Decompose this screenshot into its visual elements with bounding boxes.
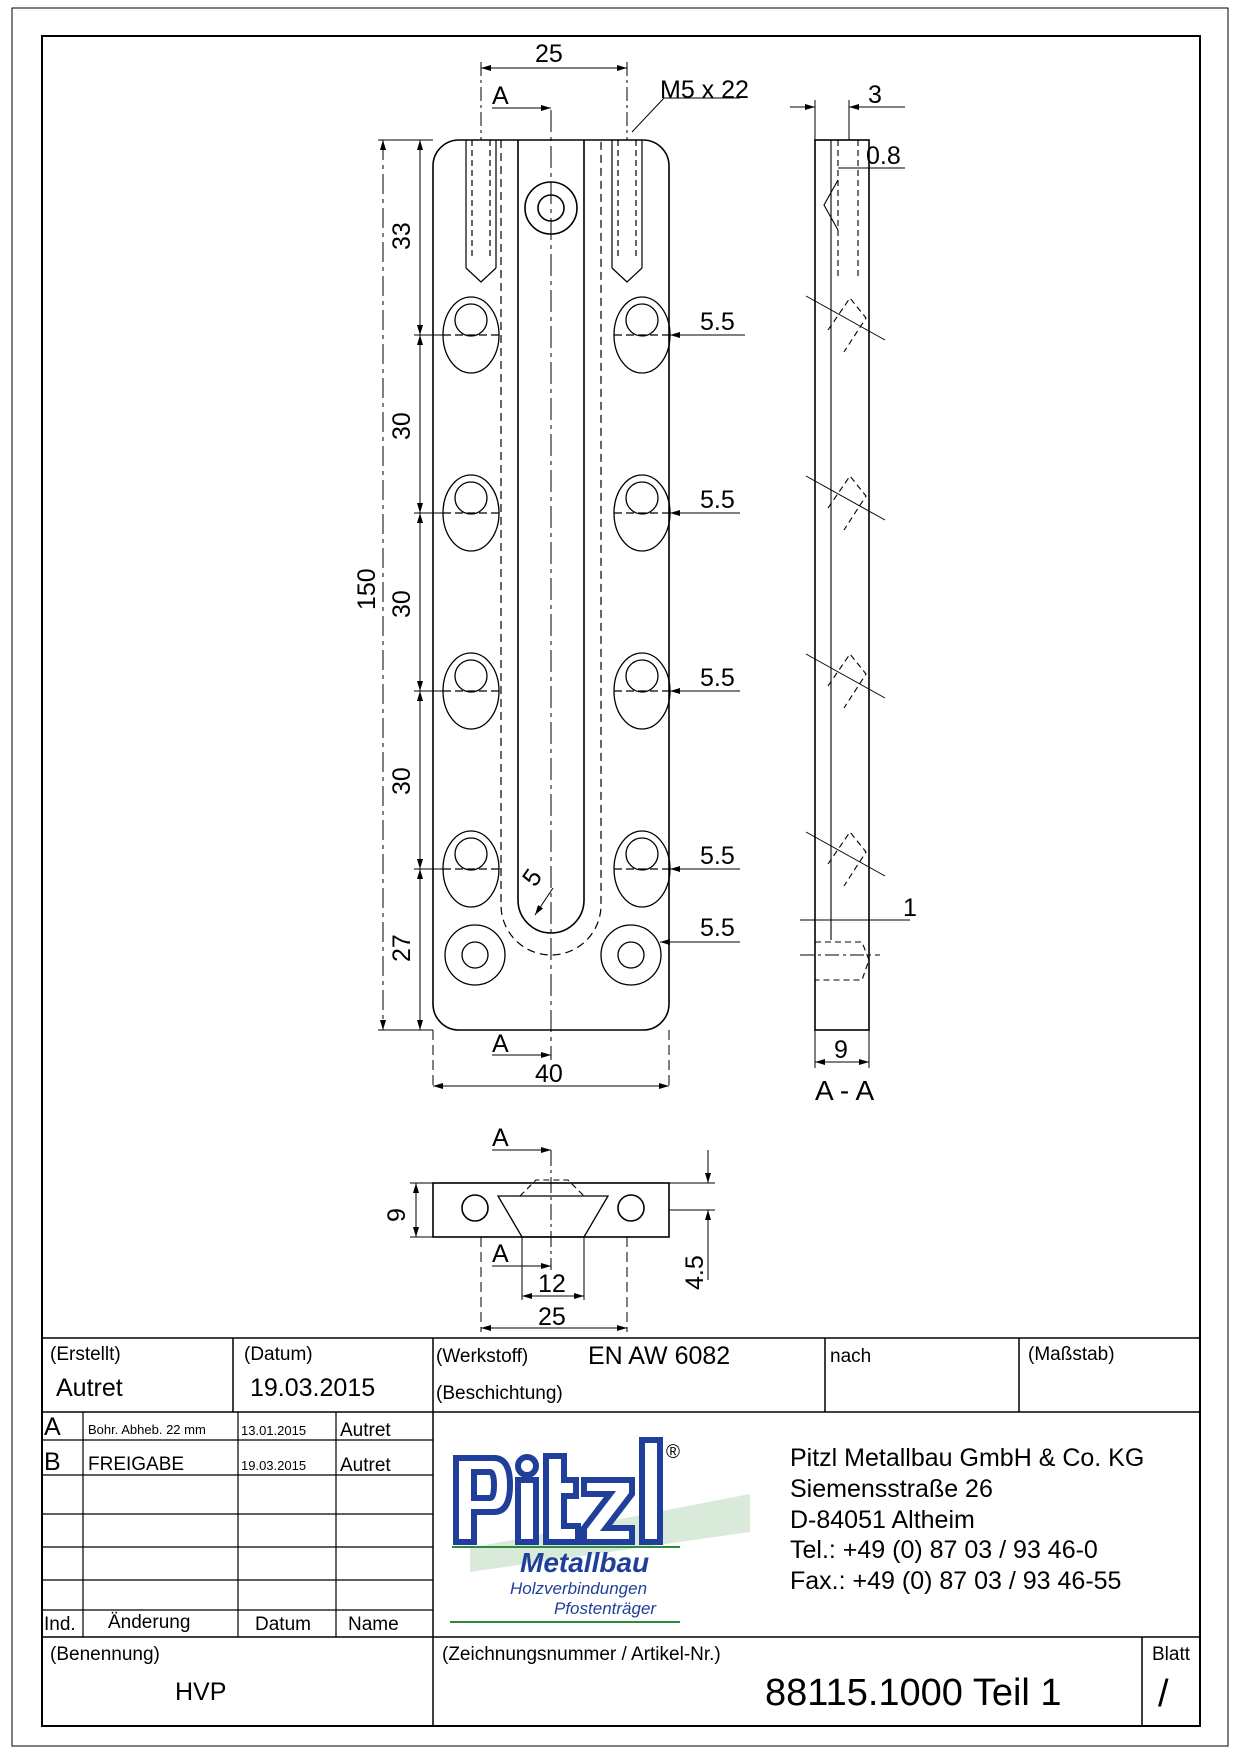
front-dimension-labels: 25 M5 x 22 A A 33 30 30 30 27 150 5.5 5.… — [353, 40, 749, 1088]
rev-a-change: Bohr. Abheb. 22 mm — [88, 1422, 206, 1437]
side-dimensions — [790, 100, 910, 1068]
company-city: D-84051 Altheim — [790, 1506, 975, 1534]
dim-thread: M5 x 22 — [660, 76, 749, 104]
title-block-text: (Erstellt) Autret (Datum) 19.03.2015 (We… — [44, 1342, 1191, 1715]
rev-head-ind: Ind. — [44, 1614, 76, 1635]
company-tel: Tel.: +49 (0) 87 03 / 93 46-0 — [790, 1536, 1098, 1564]
dim-hole-5: 5.5 — [700, 914, 735, 942]
rev-head-name: Name — [348, 1614, 399, 1635]
drawing-number-label: (Zeichnungsnummer / Artikel-Nr.) — [442, 1644, 721, 1665]
logo-letters — [453, 1437, 663, 1545]
section-mark-a-view-top: A — [492, 1124, 509, 1152]
bottom-view — [432, 1150, 670, 1270]
dim-bottom-45: 4.5 — [681, 1255, 709, 1290]
dim-top-spacing: 25 — [535, 40, 563, 68]
countersunk-holes — [442, 296, 671, 986]
bottom-dimension-labels: A A 9 4.5 12 25 — [383, 1124, 709, 1331]
outer-frame — [11, 7, 1229, 1747]
logo-holzverbindungen: Holzverbindungen — [510, 1579, 647, 1598]
date-value: 19.03.2015 — [250, 1374, 375, 1402]
dim-30-c: 30 — [388, 767, 416, 795]
designation-value: HVP — [175, 1678, 226, 1706]
dim-side-1: 1 — [903, 894, 917, 922]
created-label: (Erstellt) — [50, 1344, 121, 1365]
dim-thickness-3: 3 — [868, 81, 882, 109]
side-dimension-labels: 3 0.8 1 9 A - A — [815, 81, 917, 1106]
section-mark-a-view-bottom: A — [492, 1240, 509, 1268]
bottom-dimensions — [410, 1147, 715, 1332]
company-fax: Fax.: +49 (0) 87 03 / 93 46-55 — [790, 1567, 1121, 1595]
title-block — [42, 1337, 1200, 1726]
rev-b-change: FREIGABE — [88, 1454, 184, 1475]
sheet-value: / — [1158, 1673, 1169, 1715]
company-logo: ® Metallbau Holzverbindungen Pfostenträg… — [450, 1437, 750, 1623]
company-address: Pitzl Metallbau GmbH & Co. KG Siemensstr… — [790, 1444, 1144, 1595]
rev-a-name: Autret — [340, 1420, 391, 1441]
material-label: (Werkstoff) — [436, 1346, 528, 1367]
side-outline — [814, 139, 870, 1031]
date-label: (Datum) — [244, 1344, 313, 1365]
dim-30-b: 30 — [388, 590, 416, 618]
side-view-section — [800, 139, 886, 1031]
company-name: Pitzl Metallbau GmbH & Co. KG — [790, 1444, 1144, 1472]
rev-b-date: 19.03.2015 — [241, 1458, 306, 1473]
dim-30-a: 30 — [388, 412, 416, 440]
dim-hole-4: 5.5 — [700, 842, 735, 870]
front-dimensions — [378, 62, 745, 1090]
dim-bottom-9: 9 — [383, 1208, 411, 1222]
dim-bottom-25: 25 — [538, 1303, 566, 1331]
dim-radius: 5 — [517, 864, 548, 891]
company-street: Siemensstraße 26 — [790, 1475, 993, 1503]
rev-a-date: 13.01.2015 — [241, 1423, 306, 1438]
dim-hole-2: 5.5 — [700, 486, 735, 514]
designation-label: (Benennung) — [50, 1644, 160, 1665]
dim-depth-08: 0.8 — [866, 142, 901, 170]
rev-head-change: Änderung — [108, 1612, 190, 1633]
sheet-label: Blatt — [1152, 1644, 1191, 1665]
rev-a-ind: A — [44, 1413, 61, 1441]
dim-33: 33 — [388, 222, 416, 250]
inner-frame — [41, 35, 1201, 1727]
center-slot — [517, 140, 585, 934]
rev-b-ind: B — [44, 1448, 61, 1476]
dim-side-9: 9 — [834, 1036, 848, 1064]
material-value: EN AW 6082 — [588, 1342, 730, 1370]
dim-hole-3: 5.5 — [700, 664, 735, 692]
section-mark-a-top: A — [492, 82, 509, 110]
dim-27: 27 — [388, 934, 416, 962]
logo-registered-mark: ® — [666, 1442, 680, 1463]
dim-bottom-12: 12 — [538, 1270, 566, 1298]
drawing-number-value: 88115.1000 Teil 1 — [765, 1672, 1062, 1714]
section-mark-a-bottom: A — [492, 1030, 509, 1058]
dim-hole-1: 5.5 — [700, 308, 735, 336]
rev-head-date: Datum — [255, 1614, 311, 1635]
logo-pfostentraeger: Pfostenträger — [554, 1599, 657, 1618]
section-label-aa: A - A — [815, 1075, 874, 1106]
coating-label: (Beschichtung) — [436, 1383, 563, 1404]
scale-label: (Maßstab) — [1028, 1344, 1115, 1365]
created-value: Autret — [56, 1374, 123, 1402]
slot-hidden-edge — [500, 140, 602, 956]
front-view — [432, 110, 671, 1060]
logo-metallbau: Metallbau — [520, 1547, 649, 1578]
after-label: nach — [830, 1346, 871, 1367]
dim-width-40: 40 — [535, 1060, 563, 1088]
dim-150: 150 — [353, 568, 381, 610]
rev-b-name: Autret — [340, 1455, 391, 1476]
